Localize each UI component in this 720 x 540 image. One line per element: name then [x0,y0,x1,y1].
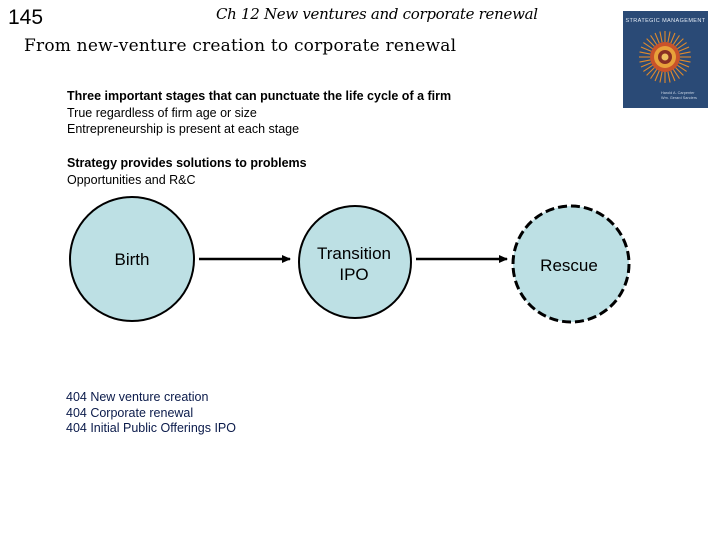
cover-ray [646,67,655,76]
bullet-heading: Three important stages that can punctuat… [67,89,452,103]
node-birth-text: Birth [114,250,150,269]
cover-ray [654,70,660,82]
bullet-group-life-cycle: Three important stages that can punctuat… [67,88,451,138]
cover-ray [670,32,676,44]
references-list: 404 New venture creation 404 Corporate r… [66,390,236,437]
slide-title: From new-venture creation to corporate r… [24,36,457,56]
cover-ray [675,38,684,47]
cover-ray [667,71,671,83]
cover-ray [675,67,684,76]
cover-ray [672,35,680,45]
cover-ray [677,64,687,72]
node-rescue-label: Rescue [529,255,609,276]
bullet-heading: Strategy provides solutions to problems [67,156,307,170]
book-cover-author-1: Harold A. Carpenter [661,91,695,95]
bullet-group-strategy: Strategy provides solutions to problems … [67,155,307,188]
cover-ray [677,42,687,50]
bullet-item: Entrepreneurship is present at each stag… [67,122,300,136]
chapter-header: Ch 12 New ventures and corporate renewal [216,5,538,23]
book-cover-title: STRATEGIC MANAGEMENT [625,18,706,24]
reference-item: 404 New venture creation [66,390,209,404]
cover-ray [650,69,658,79]
cover-ray [678,46,690,52]
node-transition-text-line2: IPO [339,265,369,284]
node-birth [69,196,195,322]
reference-item: 404 Initial Public Offerings IPO [66,421,236,435]
book-cover-image: STRATEGIC MANAGEMENT Harold A. Carpenter… [623,11,708,108]
node-rescue-text: Rescue [540,256,598,275]
cover-ray [672,69,680,79]
bullet-item: True regardless of firm age or size [67,105,257,120]
book-cover-authors: Harold A. Carpenter Wm. Gerard Sanders [661,91,697,101]
cover-ray [670,70,676,82]
node-transition-text-line1: Transition [316,244,391,263]
node-transition [298,205,412,319]
cover-ray [654,32,660,44]
book-cover-emblem [639,31,691,83]
cover-ray [679,59,691,63]
cover-ray [650,35,658,45]
reference-item: 404 Corporate renewal [66,405,194,420]
cover-ray [639,59,651,63]
cover-ray [640,62,652,68]
cover-ray [667,31,671,43]
cover-ray [639,51,651,55]
bullet-item: Opportunities and R&C [67,172,196,187]
node-transition-label: Transition IPO [304,243,404,285]
cover-ray [659,31,663,43]
cover-ray [643,42,653,50]
cover-ray [659,71,663,83]
cover-ray [646,38,655,47]
cover-ray [643,64,653,72]
book-cover-author-2: Wm. Gerard Sanders [661,96,697,100]
cover-ray [640,46,652,52]
cover-ray [678,62,690,68]
node-birth-label: Birth [102,249,162,270]
cover-ray [679,51,691,55]
page-number: 145 [8,6,44,29]
life-cycle-diagram [69,196,631,324]
node-rescue [511,204,631,324]
